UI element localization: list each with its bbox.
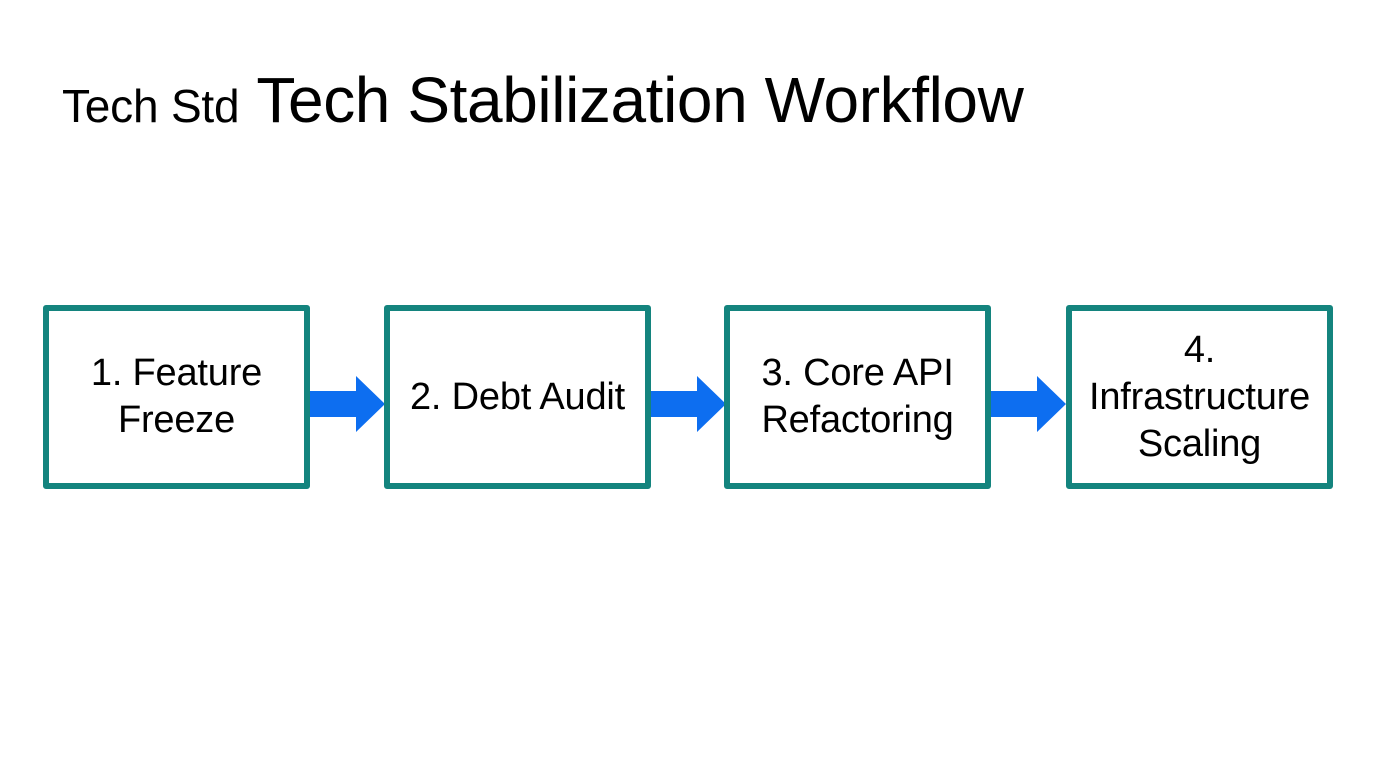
flow-step-1-label: 1. Feature Freeze	[90, 352, 263, 441]
flow-step-4-label: 4. Infrastructure Scaling	[1088, 328, 1311, 465]
right-arrow-icon	[310, 376, 385, 432]
flow-connector-arrow-1	[310, 376, 385, 432]
process-flow-diagram: 1. Feature Freeze 2. Debt Audit 3. Core …	[0, 305, 1376, 489]
title-main: Tech Stabilization Workflow	[256, 64, 1024, 136]
right-arrow-icon	[991, 376, 1066, 432]
page-title: Tech Std Tech Stabilization Workflow	[62, 68, 1312, 148]
flow-step-3[interactable]: 3. Core API Refactoring	[724, 305, 991, 489]
flow-step-3-label: 3. Core API Refactoring	[761, 352, 954, 441]
right-arrow-icon	[651, 376, 726, 432]
flow-step-1[interactable]: 1. Feature Freeze	[43, 305, 310, 489]
flow-connector-arrow-3	[991, 376, 1066, 432]
flow-step-2-label: 2. Debt Audit	[410, 375, 625, 418]
flow-connector-arrow-2	[651, 376, 726, 432]
flow-step-4[interactable]: 4. Infrastructure Scaling	[1066, 305, 1333, 489]
flow-step-2[interactable]: 2. Debt Audit	[384, 305, 651, 489]
title-prefix: Tech Std	[62, 80, 240, 132]
